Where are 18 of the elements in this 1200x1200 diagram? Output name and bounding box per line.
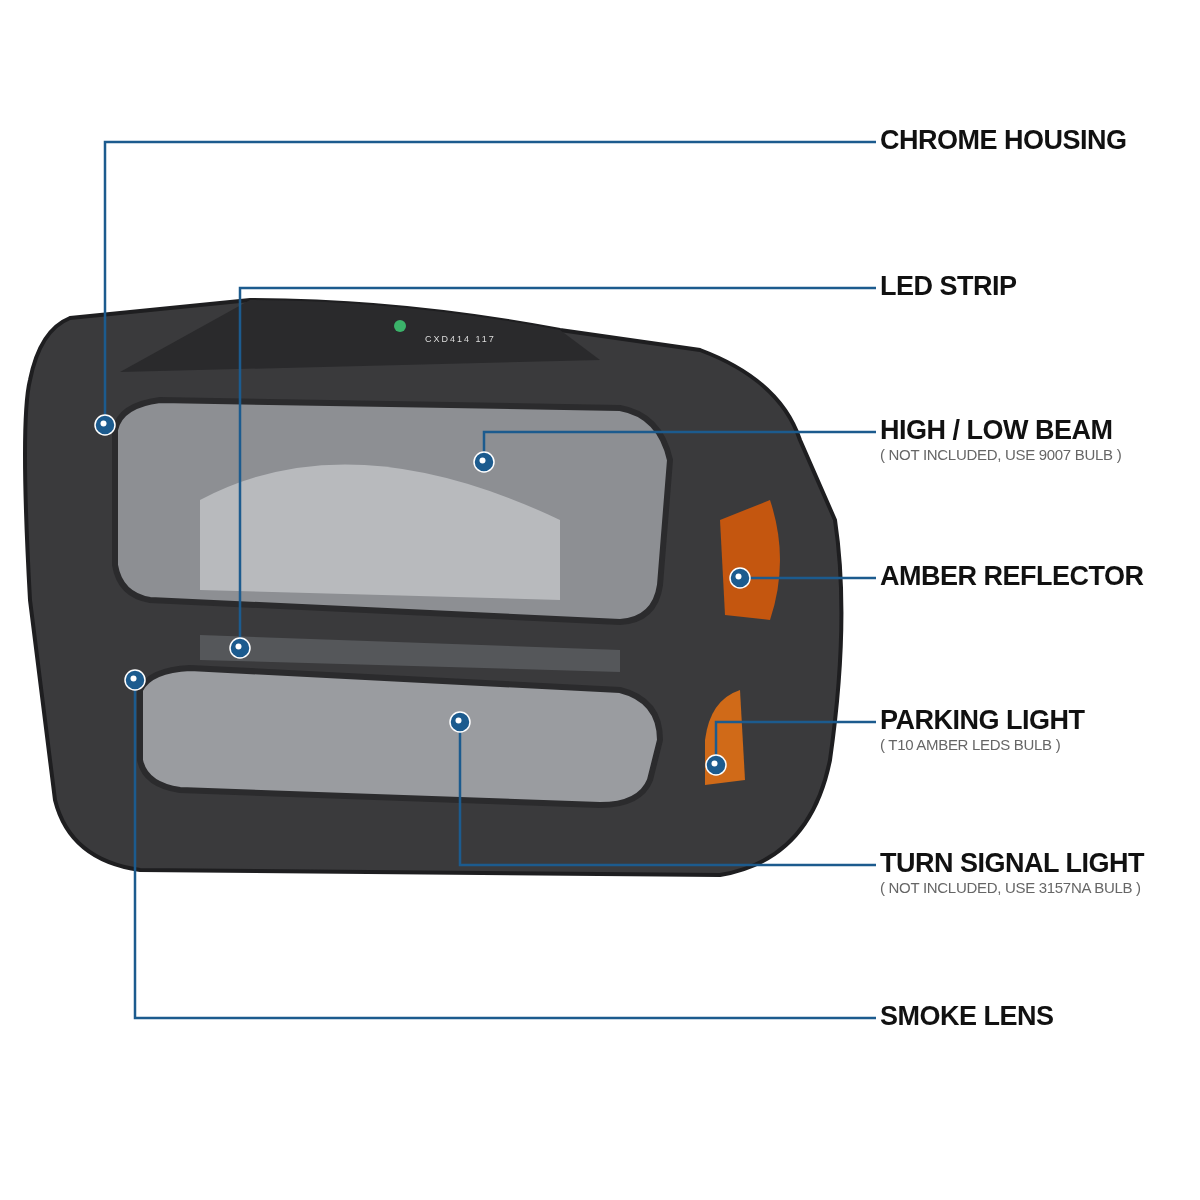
callout-label: PARKING LIGHT <box>880 704 1085 736</box>
bulb-note: ( T10 AMBER LEDS BULB ) <box>880 736 1061 754</box>
callout-label: SMOKE LENS <box>880 1000 1054 1032</box>
callout-label: HIGH / LOW BEAM <box>880 414 1113 446</box>
leader-line <box>94 140 876 436</box>
leader-line <box>729 567 876 589</box>
leader-line <box>124 669 876 1020</box>
leader-line <box>473 430 876 473</box>
bulb-note: ( NOT INCLUDED, USE 3157NA BULB ) <box>880 879 1141 897</box>
callout-label: LED STRIP <box>880 270 1017 302</box>
part-number-text: CXD414 117 <box>425 334 496 344</box>
leader-line <box>705 720 876 776</box>
bulb-note: ( NOT INCLUDED, USE 9007 BULB ) <box>880 446 1122 464</box>
callout-label: TURN SIGNAL LIGHT <box>880 847 1144 879</box>
callout-label: AMBER REFLECTOR <box>880 560 1144 592</box>
leader-line <box>229 286 876 659</box>
leader-line <box>449 711 876 867</box>
callout-label: CHROME HOUSING <box>880 124 1127 156</box>
